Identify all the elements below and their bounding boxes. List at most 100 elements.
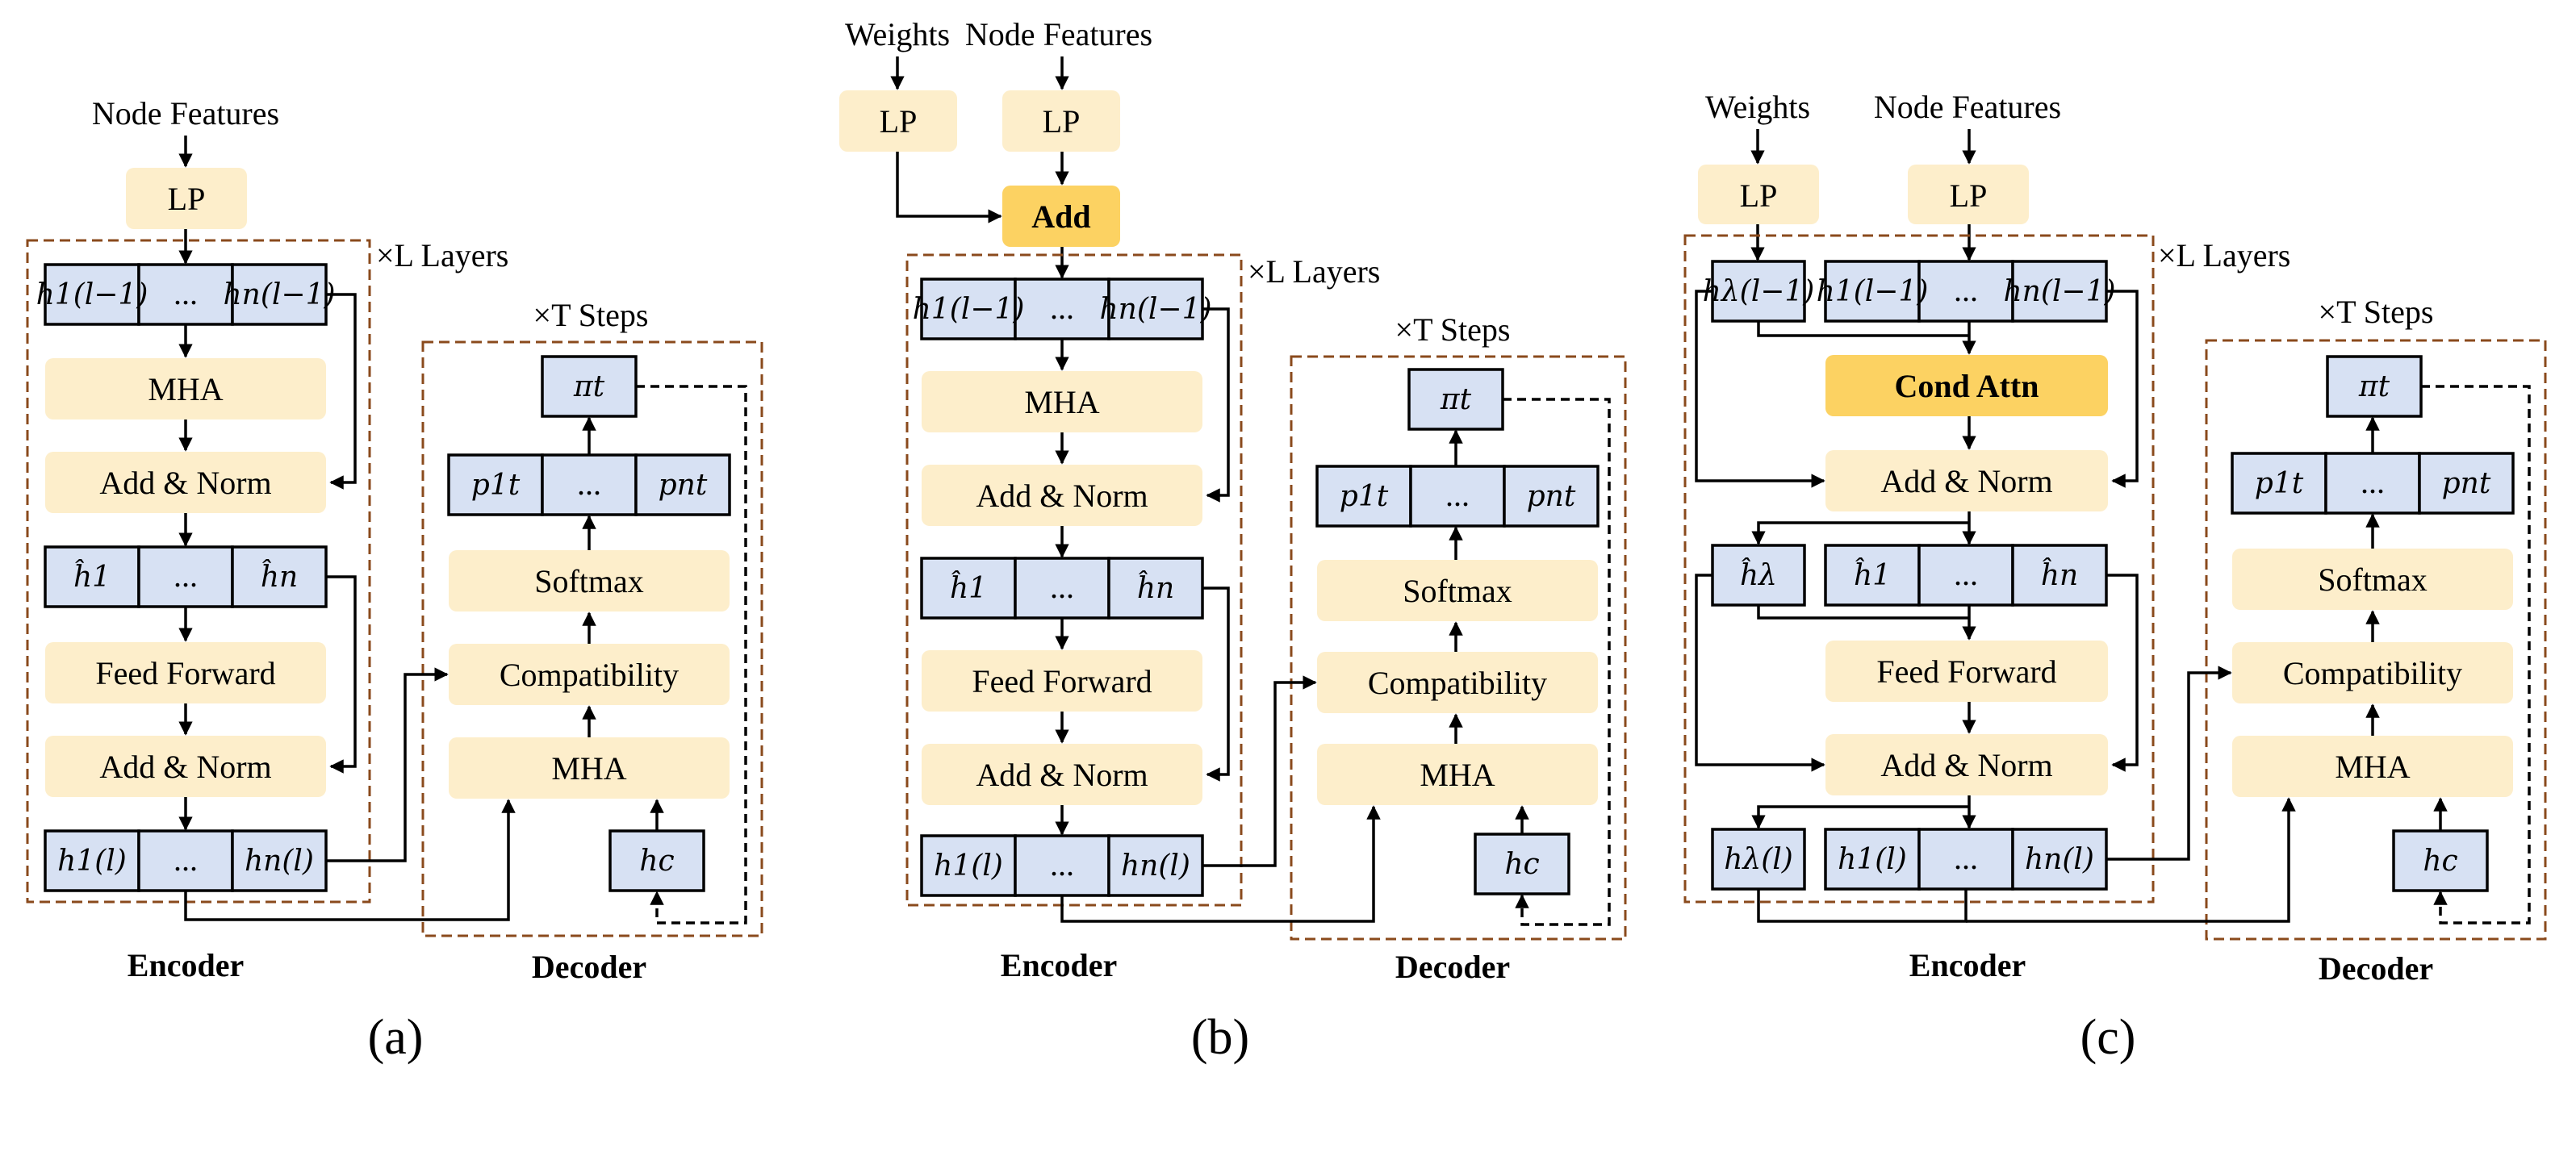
weights-label: Weights bbox=[1705, 89, 1810, 125]
encoder-label: Encoder bbox=[1909, 947, 2026, 983]
h-out-row: h1(l) ... hn(l) bbox=[1824, 828, 2108, 891]
decoder-label: Decoder bbox=[2319, 950, 2433, 987]
add-label: Add bbox=[1031, 198, 1090, 235]
layers-label: ×L Layers bbox=[376, 237, 508, 273]
compatibility-label: Compatibility bbox=[500, 657, 679, 693]
h-prev-row: h1(l−1) ... hn(l−1) bbox=[913, 278, 1212, 340]
h1-hat-cell: ĥ1 bbox=[950, 571, 987, 605]
steps-label: ×T Steps bbox=[533, 297, 649, 333]
h-prev-row: h1(l−1) ... hn(l−1) bbox=[36, 263, 336, 326]
h-out-row: h1(l) ... hn(l) bbox=[920, 834, 1204, 897]
pn-t-cell: pnt bbox=[1527, 480, 1576, 513]
ellipsis-cell: ... bbox=[1954, 556, 1978, 592]
features-lp-box bbox=[1002, 90, 1120, 152]
panel-a: Node Features LP ×L Layers h1(l−1) ... h… bbox=[26, 95, 763, 1065]
add-norm-box-2 bbox=[1825, 734, 2108, 795]
softmax-box bbox=[2232, 549, 2513, 610]
ellipsis-cell: ... bbox=[174, 275, 198, 311]
hc-label: hc bbox=[1504, 848, 1539, 881]
weights-label: Weights bbox=[845, 16, 950, 52]
caption-a: (a) bbox=[368, 1010, 424, 1065]
p-row: p1t ... pnt bbox=[447, 453, 731, 516]
decoder-mha-box bbox=[2232, 736, 2513, 797]
hc-label: hc bbox=[639, 845, 674, 878]
cond-attn-label: Cond Attn bbox=[1895, 368, 2039, 404]
add-norm-label-2: Add & Norm bbox=[1880, 747, 2052, 783]
encoder-label: Encoder bbox=[1001, 947, 1117, 983]
add-norm-box-1 bbox=[1825, 450, 2108, 511]
hc-cell bbox=[608, 829, 705, 892]
h-lambda-out-cell bbox=[1711, 828, 1806, 891]
hn-out-cell: hn(l) bbox=[245, 845, 314, 878]
feed-forward-label: Feed Forward bbox=[972, 663, 1152, 699]
encoder-layer-frame bbox=[1683, 234, 2155, 904]
hc-cell bbox=[2392, 829, 2489, 892]
h-hat-row: ĥ1 ... ĥn bbox=[920, 557, 1204, 620]
decoder-mha-label: MHA bbox=[551, 750, 626, 787]
encoder-layer-frame bbox=[905, 253, 1243, 907]
softmax-label: Softmax bbox=[1403, 573, 1512, 609]
h-lambda-hat-cell bbox=[1711, 544, 1806, 607]
encoder-label: Encoder bbox=[128, 947, 244, 983]
h-prev-row: h1(l−1) ... hn(l−1) bbox=[1817, 260, 2116, 323]
decoder-step-frame bbox=[421, 340, 763, 937]
decoder-step-frame bbox=[1290, 355, 1627, 941]
feed-forward-label: Feed Forward bbox=[95, 655, 275, 691]
ellipsis-cell: ... bbox=[577, 465, 601, 502]
add-norm-box-1 bbox=[45, 452, 326, 513]
ellipsis-cell: ... bbox=[1050, 290, 1074, 326]
add-norm-box-1 bbox=[922, 465, 1202, 526]
add-norm-label-1: Add & Norm bbox=[99, 465, 271, 501]
h-out-row: h1(l) ... hn(l) bbox=[44, 829, 328, 892]
steps-label: ×T Steps bbox=[1395, 311, 1511, 348]
softmax-label: Softmax bbox=[2318, 561, 2428, 598]
p1-t-cell: p1t bbox=[1340, 480, 1389, 513]
panel-b: Weights Node Features LP LP Add ×L Layer… bbox=[839, 16, 1627, 1065]
ellipsis-cell: ... bbox=[1445, 477, 1470, 513]
pi-t-label: πt bbox=[573, 370, 605, 403]
mha-label: MHA bbox=[1024, 384, 1099, 420]
decoder-mha-label: MHA bbox=[2335, 749, 2410, 785]
panel-c: Weights Node Features LP LP ×L Layers hλ… bbox=[1683, 89, 2547, 1065]
add-norm-box-2 bbox=[45, 736, 326, 797]
decoder-mha-box bbox=[1317, 744, 1598, 805]
features-lp-label: LP bbox=[1043, 103, 1081, 140]
node-features-label: Node Features bbox=[1874, 89, 2061, 125]
softmax-box bbox=[449, 550, 730, 611]
h1-prev-cell: h1(l−1) bbox=[913, 293, 1025, 326]
hc-cell bbox=[1474, 833, 1570, 895]
steps-label: ×T Steps bbox=[2319, 294, 2434, 330]
pi-t-label: πt bbox=[2358, 370, 2390, 403]
decoder-label: Decoder bbox=[532, 949, 646, 985]
compatibility-label: Compatibility bbox=[1368, 665, 1547, 701]
feed-forward-box bbox=[922, 650, 1202, 712]
add-norm-label-1: Add & Norm bbox=[976, 478, 1148, 514]
feed-forward-box bbox=[45, 642, 326, 703]
hn-out-cell: hn(l) bbox=[2025, 843, 2094, 876]
pi-t-cell bbox=[2326, 355, 2423, 418]
pi-t-cell bbox=[541, 355, 638, 418]
softmax-box bbox=[1317, 560, 1598, 621]
hn-hat-cell: ĥn bbox=[2041, 558, 2078, 592]
feed-forward-label: Feed Forward bbox=[1876, 653, 2056, 690]
features-lp-label: LP bbox=[1950, 177, 1988, 214]
softmax-label: Softmax bbox=[534, 563, 644, 599]
pi-t-label: πt bbox=[1440, 383, 1472, 416]
decoder-label: Decoder bbox=[1395, 949, 1510, 985]
lp-label: LP bbox=[168, 181, 206, 217]
encoder-layer-frame bbox=[26, 239, 371, 904]
weights-lp-label: LP bbox=[880, 103, 918, 140]
compatibility-box bbox=[449, 644, 730, 705]
features-lp-box bbox=[1908, 165, 2029, 224]
ellipsis-cell: ... bbox=[1954, 840, 1978, 876]
h1-out-cell: h1(l) bbox=[1838, 843, 1907, 876]
add-norm-label-2: Add & Norm bbox=[976, 757, 1148, 793]
h1-out-cell: h1(l) bbox=[934, 849, 1003, 883]
p1-t-cell: p1t bbox=[471, 469, 521, 502]
decoder-mha-box bbox=[449, 737, 730, 799]
add-norm-label-1: Add & Norm bbox=[1880, 463, 2052, 499]
p-row: p1t ... pnt bbox=[1315, 465, 1600, 528]
h-lambda-hat-label: ĥλ bbox=[1740, 558, 1777, 592]
feed-forward-box bbox=[1825, 641, 2108, 702]
add-box bbox=[1002, 186, 1120, 247]
